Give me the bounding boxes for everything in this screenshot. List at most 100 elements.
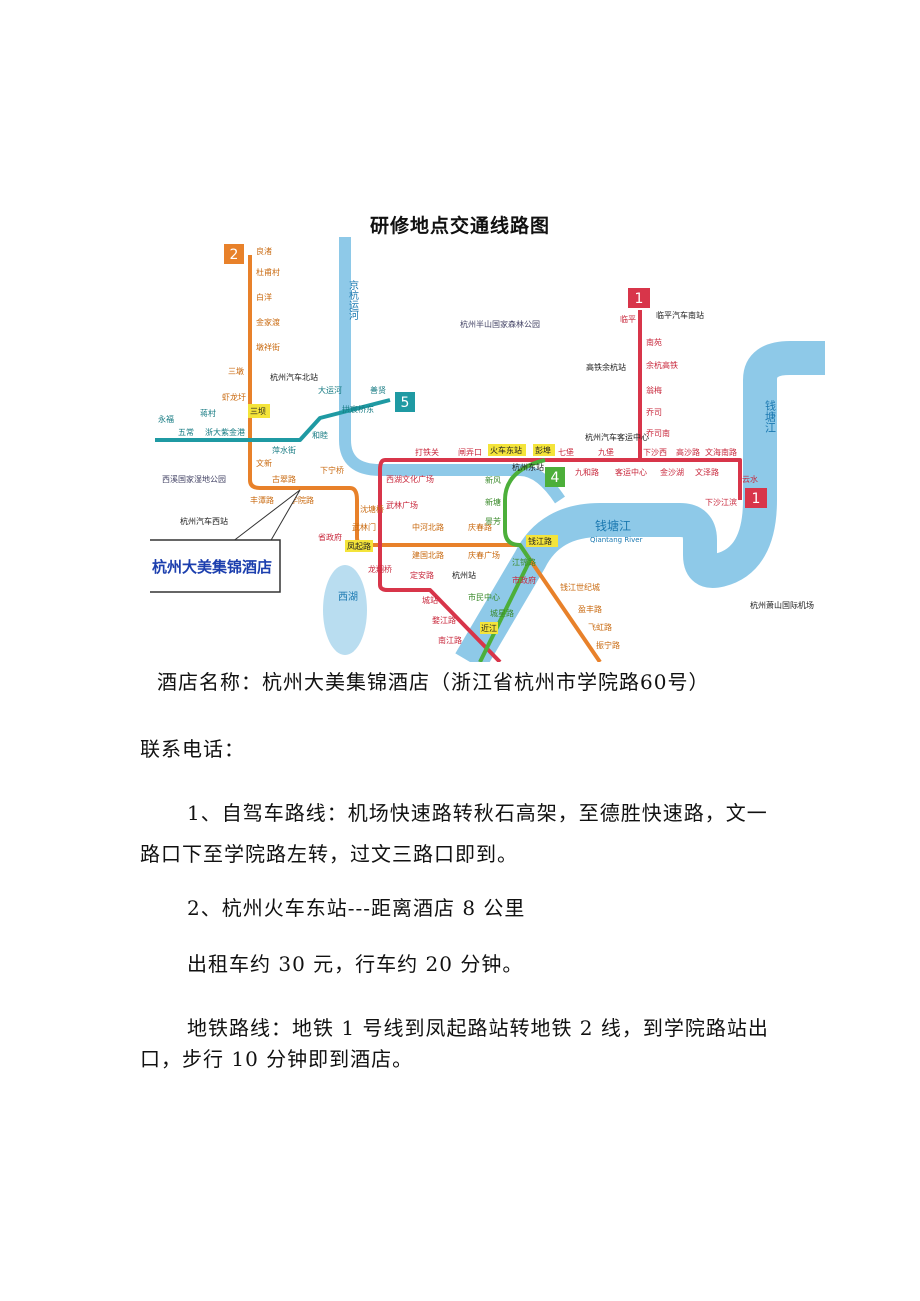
station: 萍水街 (272, 445, 296, 455)
contact-label: 联系电话： (140, 737, 245, 761)
station: 庆春路 (468, 522, 492, 532)
station: 南江路 (438, 635, 462, 645)
station-transfer: 凤起路 (347, 541, 371, 551)
line-5-badge: 5 (401, 395, 410, 411)
landmark: 市政府 (512, 575, 536, 585)
line-1-east (640, 458, 742, 500)
west-lake (323, 565, 367, 655)
station: 乔司 (646, 407, 662, 417)
station-labels: 良渚 杜甫村 白洋 金家渡 墩祥街 三墩 虾龙圩 文新 丰潭路 古翠路 学院路 … (158, 246, 814, 650)
train-station-info: 2、杭州火车东站---距离酒店 8 公里 (187, 896, 526, 920)
station: 和睦 (312, 430, 328, 440)
station: 杜甫村 (256, 267, 280, 277)
station: 高沙路 (676, 447, 700, 457)
station: 白洋 (256, 292, 272, 302)
river-label: 钱塘江 (595, 518, 631, 533)
station: 景芳 (485, 516, 501, 526)
station: 沈塘桥 (360, 504, 384, 514)
station: 中河北路 (412, 522, 444, 532)
station: 闸弄口 (458, 448, 482, 457)
station: 蒋村 (200, 408, 216, 418)
canal-label: 京杭运河 (347, 279, 359, 320)
station: 武林广场 (386, 500, 418, 510)
station-transfer: 钱江路 (528, 536, 552, 546)
station: 九堡 (598, 447, 614, 457)
station: 学院路 (290, 495, 314, 505)
station: 文海南路 (705, 447, 737, 457)
station: 振宁路 (596, 640, 620, 650)
station: 墩祥街 (256, 342, 280, 352)
station: 大运河 (318, 385, 342, 395)
landmark: 杭州东站 (512, 462, 544, 472)
landmark: 杭州半山国家森林公园 (460, 319, 540, 329)
landmark: 杭州汽车客运中心 (585, 432, 649, 442)
station: 飞虹路 (588, 622, 612, 632)
station: 江锦路 (512, 557, 536, 567)
river-east-label: 钱塘江 (764, 399, 777, 433)
line-badges: 2 1 1 4 5 (224, 244, 767, 508)
station: 虾龙圩 (222, 392, 246, 402)
station: 西湖文化广场 (386, 474, 434, 484)
landmark: 杭州萧山国际机场 (750, 600, 814, 610)
station: 定安路 (410, 570, 434, 580)
lake-label: 西湖 (338, 591, 358, 603)
station: 武林门 (352, 522, 376, 532)
hotel-name: 酒店名称：杭州大美集锦酒店（浙江省杭州市学院路60号） (157, 670, 710, 694)
landmark: 省政府 (318, 532, 342, 542)
drive-route-line2: 路口下至学院路左转，过文三路口即到。 (140, 842, 518, 866)
station: 文新 (256, 458, 272, 468)
station: 丰潭路 (250, 495, 274, 505)
line-5-path (155, 398, 391, 442)
landmark: 临平汽车南站 (656, 310, 704, 320)
metro-route-line2: 口，步行 10 分钟即到酒店。 (140, 1047, 414, 1071)
hotel-callout-text: 杭州大美集锦酒店 (152, 558, 272, 576)
station: 文泽路 (695, 467, 719, 477)
station: 市民中心 (468, 592, 500, 602)
station: 建国北路 (412, 550, 444, 560)
water-labels: 京杭运河 钱塘江 Qiantang River 钱塘江 西湖 (338, 279, 777, 603)
station: 金家渡 (256, 317, 280, 327)
station-transfer: 近江 (481, 623, 497, 633)
station: 拱宸桥东 (342, 404, 374, 414)
station: 钱江世纪城 (560, 582, 600, 592)
taxi-info: 出租车约 30 元，行车约 20 分钟。 (187, 952, 524, 976)
landmark: 西溪国家湿地公园 (162, 474, 226, 484)
landmark: 杭州站 (452, 570, 476, 580)
station: 永福 (158, 414, 174, 424)
line-4-badge: 4 (551, 470, 560, 486)
station-transfer: 彭埠 (535, 445, 551, 455)
line-1-badge: 1 (635, 291, 644, 307)
qiantang-river (455, 341, 825, 662)
line-4-path (478, 458, 546, 662)
station: 五常 (178, 428, 194, 437)
station: 翁梅 (646, 385, 662, 395)
station: 城星路 (490, 608, 514, 618)
station: 古翠路 (272, 474, 296, 484)
station: 临平 (620, 314, 636, 324)
metro-map: 2 1 1 4 5 良渚 杜甫村 白洋 金家渡 墩祥街 三墩 虾龙圩 文新 丰潭… (150, 237, 825, 662)
station: 善贤 (370, 385, 386, 395)
metro-route-line1: 地铁路线：地铁 1 号线到凤起路站转地铁 2 线，到学院路站出 (187, 1016, 769, 1040)
landmark: 杭州汽车西站 (180, 516, 228, 526)
water (323, 237, 825, 662)
line-1-path (378, 310, 642, 662)
station-transfer: 火车东站 (490, 445, 522, 455)
page-title: 研修地点交通线路图 (369, 215, 550, 237)
station: 龙翔桥 (368, 564, 392, 574)
river-en-label: Qiantang River (590, 536, 643, 544)
station: 浙大紫金港 (205, 427, 245, 437)
station: 打铁关 (415, 447, 439, 457)
landmark: 高铁余杭站 (586, 362, 626, 372)
station: 三墩 (228, 366, 244, 376)
station: 云水 (742, 474, 758, 484)
station-transfer: 三坝 (250, 407, 266, 416)
station: 庆春广场 (468, 550, 500, 560)
station: 乔司南 (646, 428, 670, 438)
line-1-badge-east: 1 (752, 491, 761, 507)
station: 下沙西 (643, 448, 667, 457)
hotel-callout: 杭州大美集锦酒店 (150, 489, 301, 593)
station: 九和路 (575, 467, 599, 477)
station: 新塘 (485, 497, 501, 507)
station: 金沙湖 (660, 467, 684, 477)
drive-route-line1: 1、自驾车路线：机场快速路转秋石高架，至德胜快速路，文一 (187, 801, 768, 825)
